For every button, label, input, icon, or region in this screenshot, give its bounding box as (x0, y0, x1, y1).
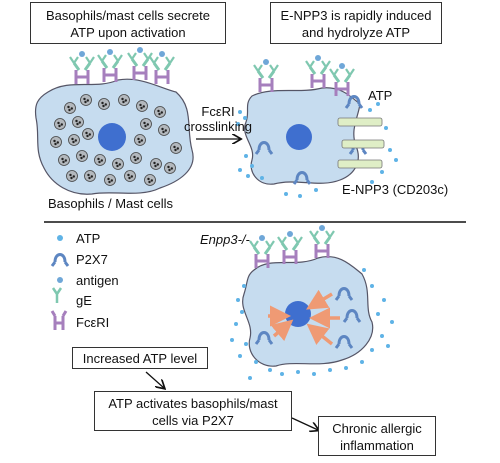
enpp3-label: E-NPP3 (CD203c) (342, 182, 449, 197)
flow-box-chronic-inflammation: Chronic allergic inflammation (318, 416, 436, 456)
legend-fceri: FcεRI (76, 315, 110, 330)
atp-label: ATP (368, 88, 393, 103)
atp-dots (236, 102, 398, 198)
legend-ige: gE (76, 293, 92, 308)
atp-dots (230, 268, 394, 380)
fceri-ige-receptor (308, 223, 336, 260)
arrow-label-crosslinking: crosslinking (184, 119, 252, 134)
activation-arrows (268, 289, 340, 346)
flow-box-chronic-inflammation-text: Chronic allergic inflammation (332, 421, 422, 453)
basophil-mast-cell (34, 45, 194, 195)
fceri-ige-receptor (126, 45, 154, 82)
fceri-ige-receptor (148, 49, 176, 86)
top-right-caption-text: E-NPP3 is rapidly induced and hydrolyze … (280, 8, 432, 40)
top-right-caption: E-NPP3 is rapidly induced and hydrolyze … (270, 2, 442, 44)
legend-icons (50, 235, 70, 330)
left-cell-label: Basophils / Mast cells (48, 196, 173, 211)
flow-box-atp-activates-text: ATP activates basophils/mast cells via P… (108, 396, 278, 428)
top-left-caption-text: Basophils/mast cells secrete ATP upon ac… (45, 8, 210, 40)
nucleus (286, 124, 312, 150)
ige-legend-icon (51, 287, 63, 303)
enpp3-molecules (337, 117, 385, 169)
activated-cell (236, 53, 398, 198)
atp-legend-icon (57, 235, 63, 241)
top-left-caption: Basophils/mast cells secrete ATP upon ac… (30, 2, 226, 44)
fceri-ige-receptor (96, 47, 124, 84)
flow-box-increased-atp-text: Increased ATP level (82, 351, 198, 366)
flow-arrow-2 (291, 417, 318, 430)
p2x7-legend-icon (50, 253, 70, 268)
knockout-label: Enpp3-/- (200, 232, 250, 247)
fceri-legend-icon (50, 310, 68, 330)
fceri-ige-receptor (68, 49, 96, 86)
nucleus (285, 301, 311, 327)
enpp3-knockout-cell (230, 223, 394, 380)
flow-box-atp-activates: ATP activates basophils/mast cells via P… (94, 391, 292, 431)
fceri-ige-receptor (252, 57, 280, 94)
legend-atp: ATP (76, 231, 101, 246)
legend-antigen: antigen (76, 273, 119, 288)
arrow-label-fceri: FcεRI (201, 104, 235, 119)
fceri-ige-receptor (276, 229, 304, 266)
flow-box-increased-atp: Increased ATP level (72, 347, 208, 369)
legend-p2x7: P2X7 (76, 252, 108, 267)
flow-arrow-1 (145, 371, 164, 388)
nucleus (98, 123, 126, 151)
fceri-ige-receptor (304, 53, 332, 90)
antigen-legend-icon (57, 277, 63, 283)
